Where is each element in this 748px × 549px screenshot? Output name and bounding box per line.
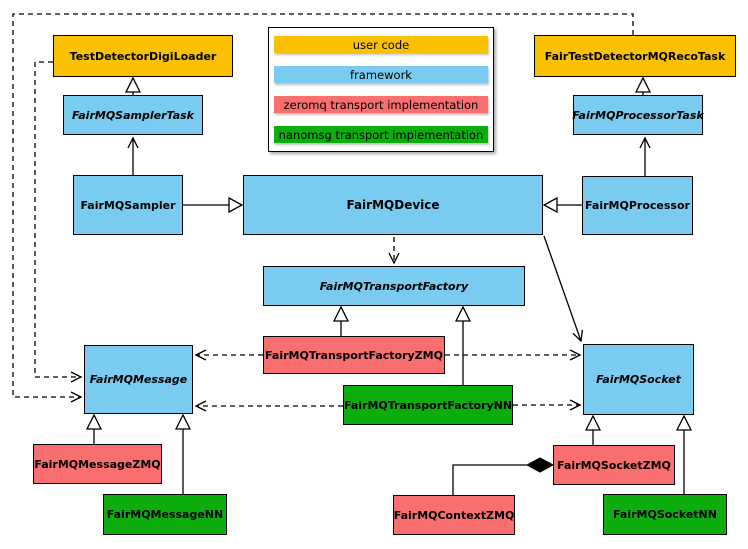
legend-item-framework: framework bbox=[274, 66, 488, 83]
legend-item-nanomsg: nanomsg transport implementation bbox=[274, 126, 488, 143]
legend: user code framework zeromq transport imp… bbox=[268, 27, 494, 152]
triangle-icon bbox=[584, 414, 602, 431]
triangle-icon bbox=[85, 413, 103, 430]
node-fairmqsampler: FairMQSampler bbox=[73, 175, 183, 235]
node-fairmqsamplertask: FairMQSamplerTask bbox=[63, 95, 203, 135]
legend-item-zeromq: zeromq transport implementation bbox=[274, 96, 488, 113]
node-fairmqsocketzmq: FairMQSocketZMQ bbox=[553, 445, 675, 485]
node-fairmqprocessortask: FairMQProcessorTask bbox=[572, 95, 704, 135]
triangle-icon bbox=[124, 76, 142, 93]
node-fairtestdetectormqrecotask: FairTestDetectorMQRecoTask bbox=[534, 35, 736, 77]
triangle-icon bbox=[228, 196, 244, 214]
node-fairmqdevice: FairMQDevice bbox=[243, 175, 543, 235]
node-fairmqprocessor: FairMQProcessor bbox=[582, 176, 693, 235]
edge-device-to-socket bbox=[543, 235, 584, 343]
node-fairmqsocketnn: FairMQSocketNN bbox=[603, 494, 727, 535]
node-fairmqtransportfactorynn: FairMQTransportFactoryNN bbox=[343, 385, 513, 425]
node-testdetectordigiloader: TestDetectorDigiLoader bbox=[53, 35, 233, 77]
node-fairmqsocket: FairMQSocket bbox=[583, 344, 694, 415]
node-fairmqmessagezmq: FairMQMessageZMQ bbox=[33, 444, 162, 484]
triangle-icon bbox=[542, 196, 558, 214]
triangle-icon bbox=[174, 413, 192, 430]
edge-recotask-to-message bbox=[12, 13, 634, 403]
diamond-icon bbox=[525, 457, 555, 473]
triangle-icon bbox=[634, 76, 652, 93]
node-fairmqmessage: FairMQMessage bbox=[84, 345, 193, 414]
node-fairmqtransportfactoryzmq: FairMQTransportFactoryZMQ bbox=[263, 336, 445, 374]
triangle-icon bbox=[332, 305, 350, 322]
node-fairmqtransportfactory: FairMQTransportFactory bbox=[263, 266, 525, 306]
node-fairmqcontextzmq: FairMQContextZMQ bbox=[393, 495, 515, 535]
triangle-icon bbox=[675, 414, 693, 431]
node-fairmqmessagenn: FairMQMessageNN bbox=[103, 494, 227, 535]
edge-digiloader-to-message bbox=[34, 61, 83, 383]
triangle-icon bbox=[454, 305, 472, 322]
edge-contextzmq-to-socketzmq bbox=[452, 464, 527, 495]
legend-item-user-code: user code bbox=[274, 36, 488, 53]
